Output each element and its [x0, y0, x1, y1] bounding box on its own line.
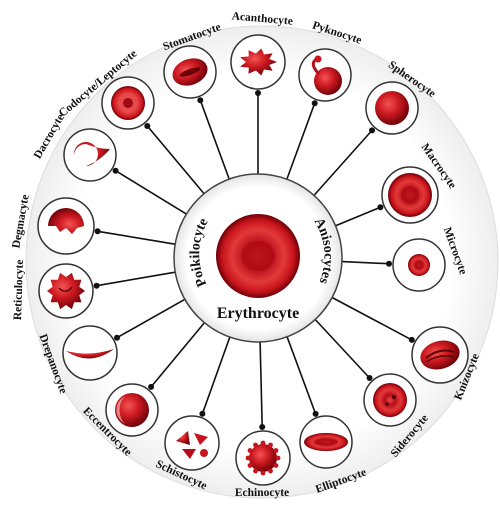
- spherocyte-connector-line: [313, 129, 373, 196]
- stomatocyte-connector-dot: [197, 97, 204, 104]
- siderocyte-granule-icon: [392, 395, 396, 399]
- echinocyte-spike-icon: [245, 455, 251, 461]
- echinocyte-spike-icon: [260, 440, 266, 446]
- dacrocyte-connector-dot: [112, 167, 119, 174]
- center-title: Erythrocyte: [217, 305, 299, 322]
- schistocyte-circle: [164, 415, 220, 471]
- macrocyte-connector-dot: [377, 204, 384, 211]
- schistocyte-fragment-icon: [182, 449, 196, 459]
- echinocyte-connector-line: [259, 341, 263, 428]
- stomatocyte-node: Stomatocyte: [161, 21, 223, 99]
- schistocyte-fragment-icon: [200, 449, 208, 457]
- stomatocyte-slit-icon: [179, 67, 201, 77]
- drepanocyte-connector-line: [116, 298, 186, 339]
- knizocyte-connector-dot: [408, 336, 415, 343]
- center-erythrocyte: Erythrocyte Poikilocyte Anisocytes: [173, 173, 343, 343]
- microcyte-pallor-icon: [414, 260, 424, 270]
- codocyte-connector-line: [146, 125, 205, 195]
- reticulocyte-label: Reticulocyte: [12, 259, 26, 320]
- pyknocyte-connector-line: [286, 102, 316, 180]
- drepanocyte-circle: [62, 325, 118, 381]
- eccentrocyte-connector-line: [150, 322, 206, 388]
- siderocyte-connector-line: [314, 318, 371, 379]
- schistocyte-connector-line: [201, 336, 231, 415]
- acanthocyte-node: Acanthocyte: [230, 10, 293, 90]
- reticulocyte-connector-line: [96, 271, 176, 287]
- eccentrocyte-clear-zone-icon: [116, 396, 126, 424]
- drepanocyte-cell-icon: [66, 349, 114, 359]
- elliptocyte-pallor-icon: [314, 438, 338, 446]
- knizocyte-ridge-icon: [425, 349, 455, 359]
- connector-lines: [93, 90, 415, 430]
- codocyte-target-center-icon: [123, 98, 133, 108]
- echinocyte-connector-dot: [259, 424, 266, 430]
- drepanocyte-connector-dot: [114, 334, 120, 341]
- microcyte-connector-dot: [386, 260, 392, 267]
- echinocyte-spike-icon: [253, 468, 258, 474]
- erythrocyte-center-pallor: [241, 241, 275, 271]
- acanthocyte-label: Acanthocyte: [231, 10, 293, 27]
- echinocyte-label: Echinocyte: [235, 487, 289, 499]
- schistocyte-fragment-icon: [194, 433, 208, 445]
- reticulocyte-node: Reticulocyte: [12, 259, 94, 320]
- spherocyte-connector-dot: [369, 127, 375, 134]
- echinocyte-cell-icon: [249, 444, 277, 472]
- schistocyte-connector-dot: [199, 410, 206, 417]
- knizocyte-cell-icon: [420, 340, 460, 370]
- reticulocyte-connector-dot: [93, 282, 100, 289]
- siderocyte-granule-icon: [385, 402, 389, 406]
- acanthocyte-cell-icon: [240, 48, 277, 76]
- schistocyte-cell-icon: [176, 431, 190, 445]
- codocyte-connector-dot: [144, 123, 151, 129]
- echinocyte-spike-icon: [273, 463, 279, 468]
- echinocyte-spike-icon: [273, 448, 279, 453]
- spherocyte-cell-icon: [375, 91, 409, 125]
- elliptocyte-connector-dot: [312, 410, 319, 417]
- echinocyte-spike-icon: [247, 448, 253, 453]
- degmacyte-cell-icon: [48, 207, 84, 234]
- echinocyte-spike-icon: [247, 463, 253, 468]
- pyknocyte-connector-dot: [311, 100, 318, 107]
- echinocyte-spike-icon: [253, 442, 258, 448]
- siderocyte-connector-dot: [366, 375, 373, 381]
- eccentrocyte-cell-icon: [115, 393, 149, 427]
- echinocyte-spike-icon: [268, 442, 273, 448]
- dacrocyte-circle: [63, 128, 117, 182]
- microcyte-connector-line: [341, 260, 390, 265]
- degmacyte-connector-line: [97, 230, 176, 245]
- pyknocyte-cell-icon: [314, 67, 342, 95]
- acanthocyte-connector-dot: [255, 90, 261, 96]
- knizocyte-connector-line: [331, 296, 413, 341]
- macrocyte-connector-line: [335, 206, 381, 227]
- dacrocyte-connector-line: [115, 170, 187, 215]
- siderocyte-cell-icon: [373, 383, 407, 417]
- stomatocyte-connector-line: [199, 99, 230, 180]
- echinocyte-spike-icon: [260, 470, 266, 476]
- elliptocyte-connector-line: [286, 336, 317, 415]
- dacrocyte-cell-icon: [73, 142, 110, 166]
- pyknocyte-knob-icon: [314, 55, 322, 63]
- knizocyte-ridge2-icon: [425, 355, 455, 363]
- cell-type-ring: StomatocyteAcanthocytePyknocyteSpherocyt…: [10, 10, 482, 499]
- degmacyte-connector-dot: [94, 228, 101, 235]
- eccentrocyte-connector-dot: [148, 383, 155, 390]
- echinocyte-spike-icon: [268, 468, 273, 474]
- echinocyte-node: Echinocyte: [235, 430, 291, 499]
- degmacyte-node: Degmacyte: [10, 194, 95, 255]
- reticulocyte-reticulum-icon: [58, 286, 73, 292]
- macrocyte-pallor-icon: [401, 186, 419, 204]
- echinocyte-spike-icon: [275, 455, 281, 461]
